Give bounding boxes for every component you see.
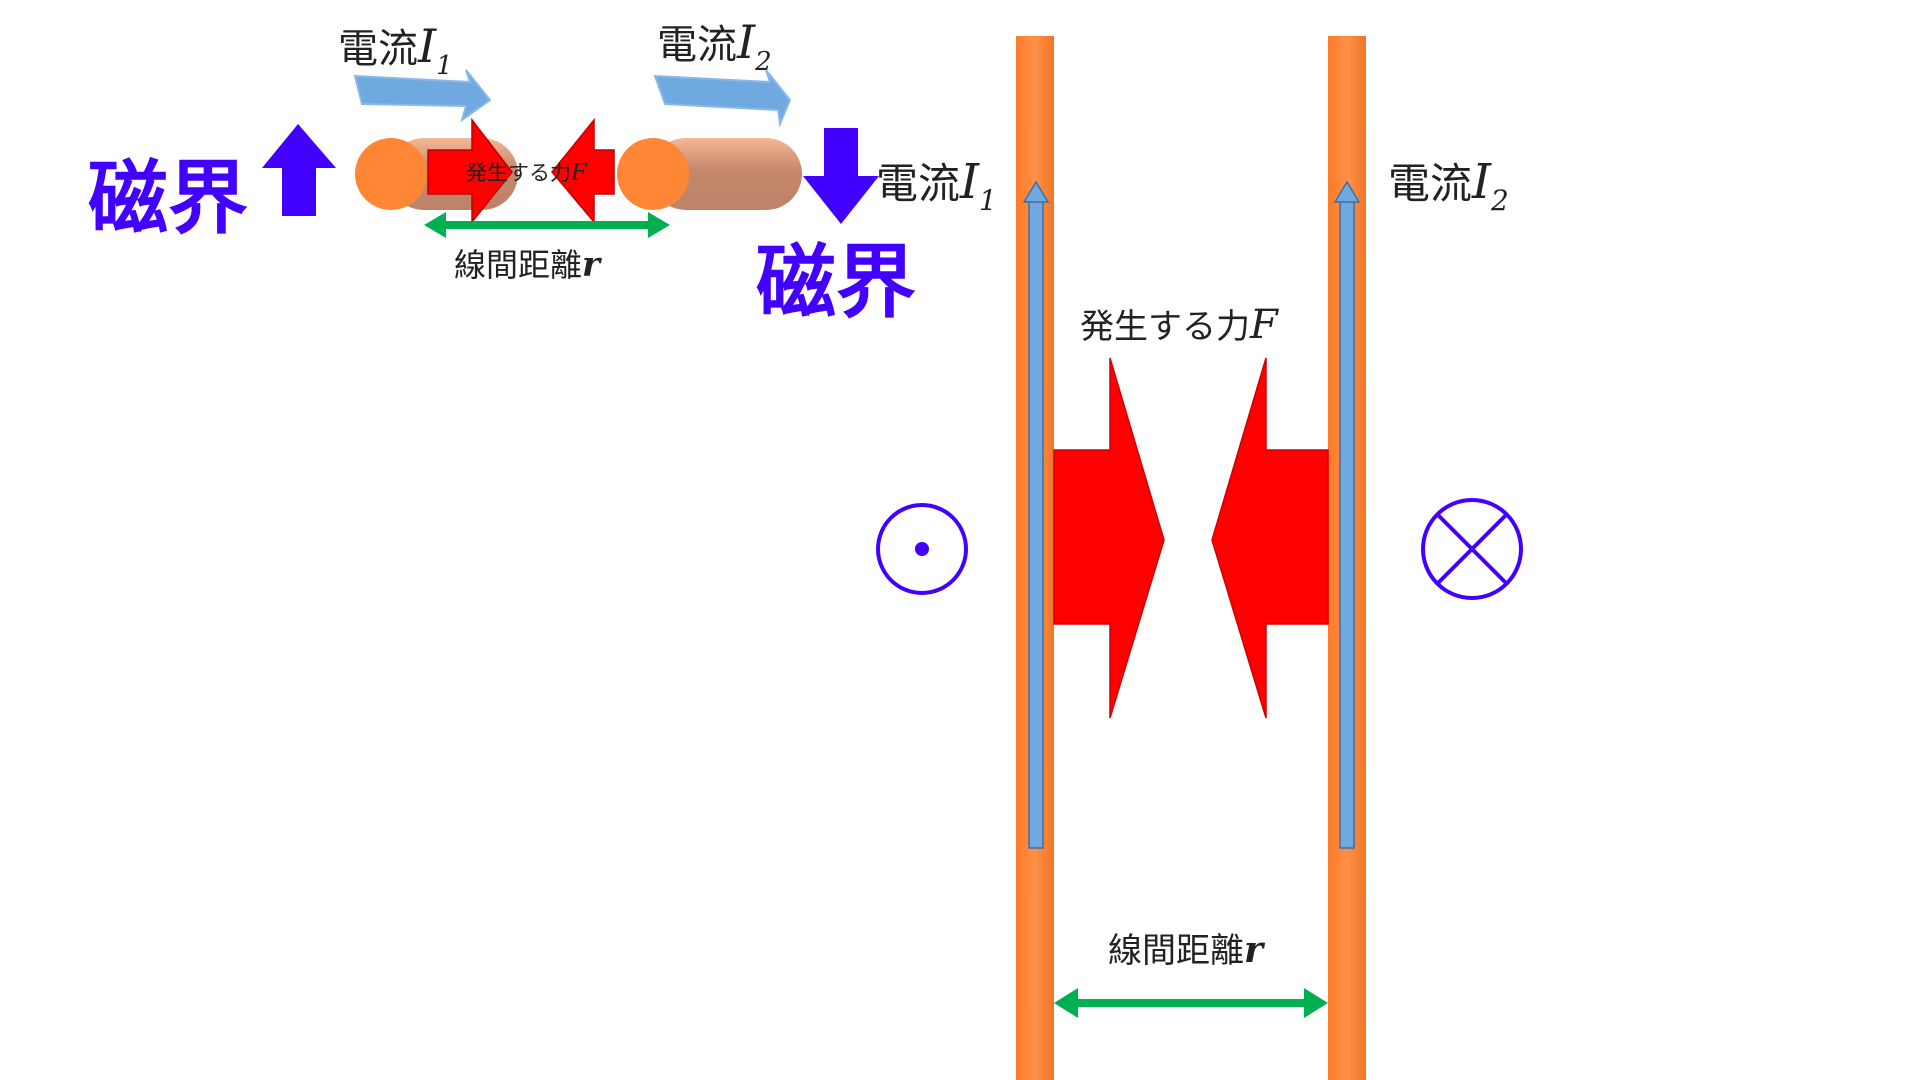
side-view: 電流I1 電流I2 発生する力F 線間距離r [876, 36, 1523, 1080]
current2-arrow-large [1333, 180, 1361, 849]
distance-arrow-small [424, 212, 670, 238]
field-down-arrow-shaft [824, 128, 858, 178]
dot-in-circle-icon [876, 503, 968, 595]
current1-label-small: 電流I1 [338, 19, 453, 81]
distance-label-large: 線間距離r [1108, 929, 1266, 971]
force-label-small: 発生する力F [466, 160, 588, 186]
current2-label-small: 電流I2 [657, 15, 772, 77]
wire2-rod [617, 138, 802, 210]
force-arrow-left-small [551, 117, 615, 225]
distance-arrow-large [1054, 988, 1328, 1018]
force-arrow-right-large [1053, 357, 1165, 719]
x-in-circle-icon [1421, 498, 1523, 600]
field-label-left: 磁界 [88, 152, 248, 245]
distance-label-small: 線間距離r [454, 245, 602, 285]
field-label-right: 磁界 [756, 236, 916, 329]
current1-label-large: 電流I1 [876, 154, 997, 217]
svg-text:電流I1: 電流I1 [338, 19, 453, 81]
current1-arrow-small [353, 69, 492, 123]
field-down-arrow-head [803, 176, 879, 224]
cross-section-view: 電流I1 電流I2 磁界 [88, 15, 916, 329]
field-up-arrow-shaft [282, 166, 316, 216]
field-up-arrow-head [262, 124, 336, 168]
current2-label-large: 電流I2 [1388, 154, 1509, 217]
svg-text:電流I2: 電流I2 [657, 15, 772, 77]
force-arrow-right-small [427, 117, 513, 225]
current2-arrow-small [653, 69, 792, 128]
force-label-large: 発生する力F [1080, 302, 1279, 348]
force-arrow-left-large [1211, 357, 1329, 719]
current1-arrow-large [1022, 180, 1050, 849]
